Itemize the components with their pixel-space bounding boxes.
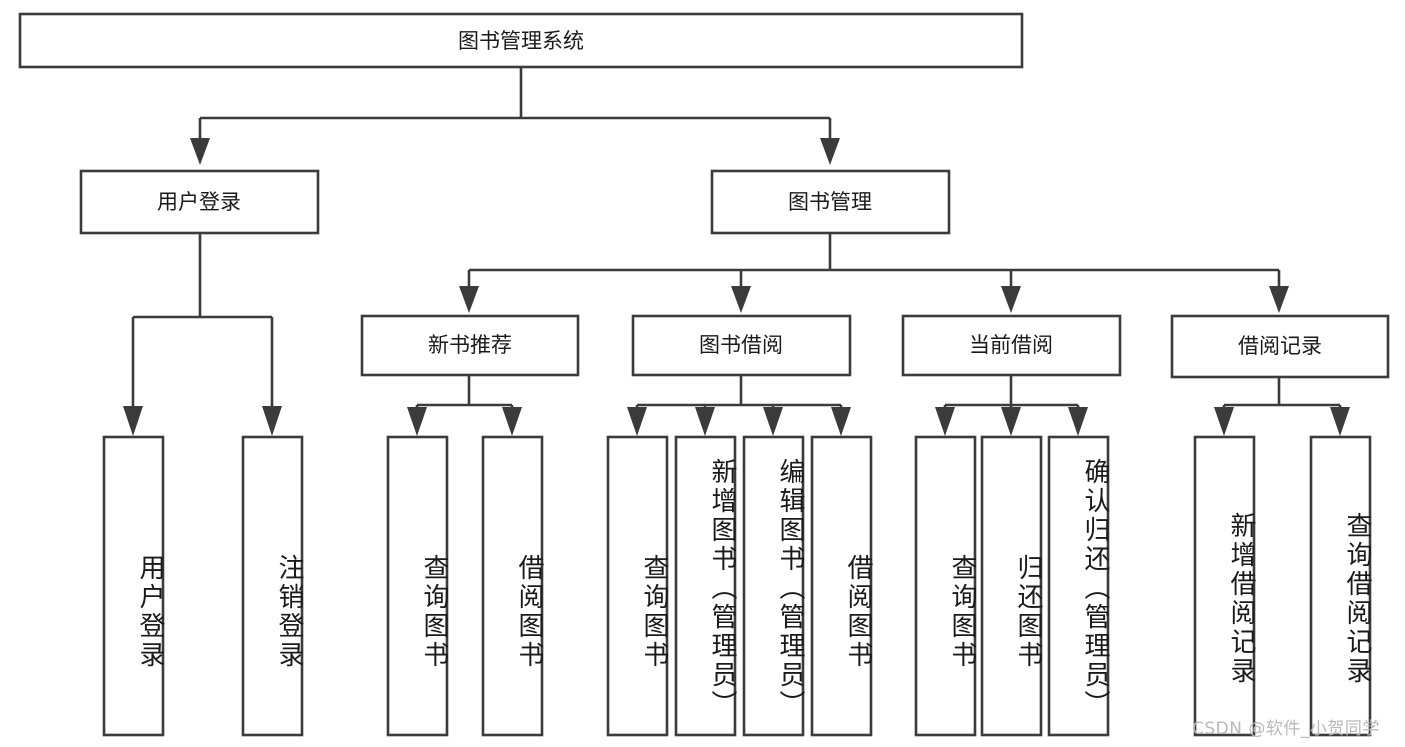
node-root-label: 图书管理系统 <box>458 29 584 53</box>
node-book-borrow-label: 图书借阅 <box>699 333 783 357</box>
arrow-to-bookmgmt <box>820 138 840 165</box>
node-new-book-recommend-label: 新书推荐 <box>428 333 512 357</box>
node-book-borrow[interactable]: 图书借阅 <box>631 314 852 377</box>
node-user-login[interactable]: 用户登录 <box>79 169 320 235</box>
node-borrow-record-box[interactable] <box>1170 314 1390 379</box>
arrow-to-newbook <box>459 286 479 313</box>
arrow-currentborrow-leaf-2 <box>1001 407 1021 436</box>
csdn-watermark: CSDN @软件_小贺同学 <box>1192 719 1380 739</box>
node-user-login-box[interactable] <box>79 169 320 235</box>
leaf-box-borrow-record-1[interactable] <box>1193 435 1256 737</box>
leaf-box-book-borrow-4[interactable] <box>810 435 873 737</box>
arrow-to-userlogin <box>190 138 210 165</box>
leaf-box-user-login-1[interactable] <box>102 435 165 737</box>
node-current-borrow-label: 当前借阅 <box>969 333 1053 357</box>
arrow-currentborrow-leaf-3 <box>1068 407 1088 436</box>
node-root[interactable]: 图书管理系统 <box>18 12 1024 69</box>
arrow-userlogin-leaf-2 <box>262 406 282 436</box>
arrow-bookborrow-leaf-4 <box>831 407 851 436</box>
leaf-box-new-book-1[interactable] <box>386 435 449 737</box>
leaf-box-book-borrow-1[interactable] <box>606 435 669 737</box>
node-user-login-label: 用户登录 <box>157 190 241 214</box>
node-borrow-record[interactable]: 借阅记录 <box>1170 314 1390 379</box>
node-book-management-box[interactable] <box>710 169 951 235</box>
arrow-currentborrow-leaf-1 <box>935 407 955 436</box>
leaf-box-user-login-2[interactable] <box>241 435 304 737</box>
leaf-box-current-borrow-3[interactable] <box>1047 435 1110 737</box>
leaf-box-book-borrow-3[interactable] <box>742 435 805 737</box>
node-borrow-record-label: 借阅记录 <box>1238 334 1322 358</box>
leaf-box-book-borrow-2[interactable] <box>674 435 737 737</box>
node-book-management-label: 图书管理 <box>788 190 872 214</box>
arrow-borrowrecord-leaf-1 <box>1214 407 1234 436</box>
arrow-bookborrow-leaf-2 <box>695 407 715 436</box>
node-new-book-recommend[interactable]: 新书推荐 <box>360 314 580 377</box>
leaf-box-current-borrow-2[interactable] <box>980 435 1043 737</box>
node-current-borrow[interactable]: 当前借阅 <box>901 314 1122 377</box>
edge-group <box>123 67 1350 436</box>
node-book-management[interactable]: 图书管理 <box>710 169 951 235</box>
leaf-box-current-borrow-1[interactable] <box>914 435 977 737</box>
leaf-box-group <box>102 435 1372 737</box>
node-root-box[interactable] <box>18 12 1024 69</box>
node-current-borrow-box[interactable] <box>901 314 1122 377</box>
node-book-borrow-box[interactable] <box>631 314 852 377</box>
leaf-box-borrow-record-2[interactable] <box>1309 435 1372 737</box>
arrow-userlogin-leaf-1 <box>123 406 143 436</box>
arrow-bookborrow-leaf-1 <box>627 407 647 436</box>
arrow-newbook-leaf-2 <box>502 407 522 436</box>
arrow-borrowrecord-leaf-2 <box>1330 407 1350 436</box>
arrow-to-bookborrow <box>731 286 751 313</box>
arrow-to-borrowrecord <box>1269 286 1289 313</box>
node-new-book-recommend-box[interactable] <box>360 314 580 377</box>
leaf-box-new-book-2[interactable] <box>481 435 544 737</box>
arrow-to-currentborrow <box>1001 286 1021 313</box>
arrow-newbook-leaf-1 <box>407 407 427 436</box>
arrow-bookborrow-leaf-3 <box>763 407 783 436</box>
